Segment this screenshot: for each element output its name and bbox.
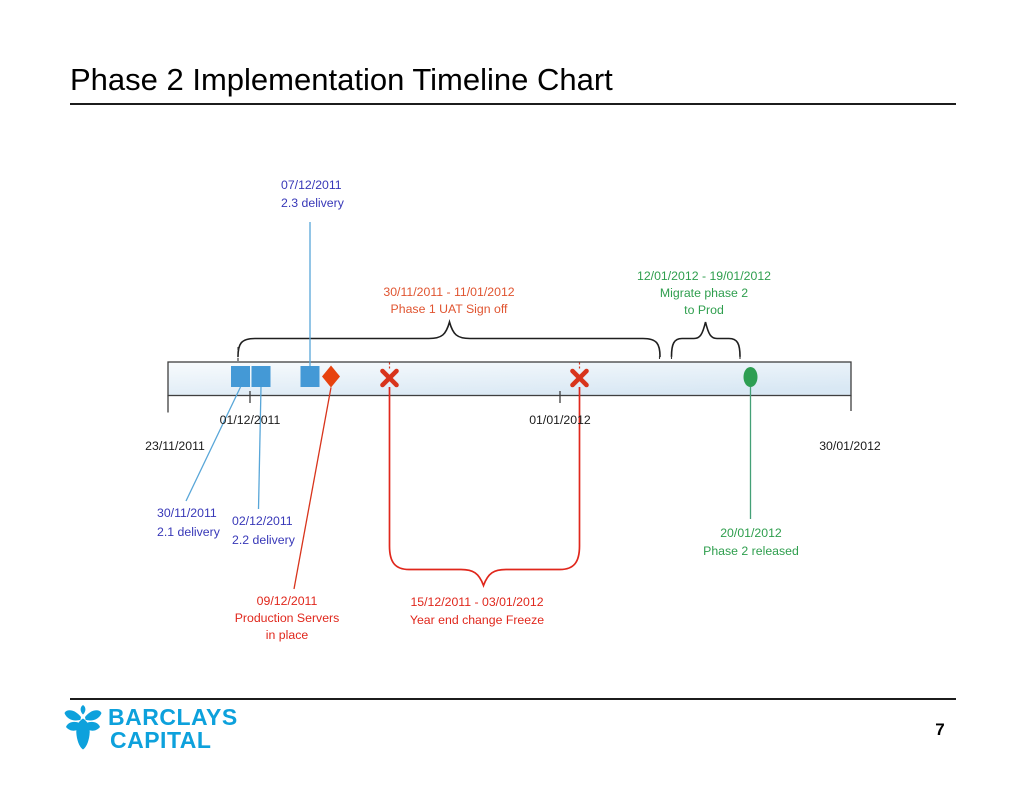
barclays-eagle-icon <box>64 705 102 750</box>
axis-label-dec: 01/12/2011 <box>220 413 281 427</box>
leader-delivery-2-2 <box>257 386 262 510</box>
migrate-brace <box>670 321 741 358</box>
freeze-dates-label: 15/12/2011 - 03/01/2012 <box>410 595 543 609</box>
migrate-name-label2: to Prod <box>684 303 724 317</box>
brand-name-line1: BARCLAYS <box>108 704 238 730</box>
delivery-2-2-date: 02/12/2011 <box>232 514 293 528</box>
released-label: Phase 2 released <box>703 544 799 558</box>
timeline-bar <box>167 361 852 397</box>
uat-name-label: Phase 1 UAT Sign off <box>391 302 508 316</box>
delivery-2-3-label: 2.3 delivery <box>281 196 345 210</box>
footer-divider <box>70 698 956 700</box>
freeze-name-label: Year end change Freeze <box>410 613 544 627</box>
prod-servers-label1: Production Servers <box>235 611 340 625</box>
marker-released-circle <box>743 367 758 387</box>
marker-delivery-2-2 <box>251 366 271 387</box>
delivery-2-1-date: 30/11/2011 <box>157 506 217 520</box>
brand-wordmark: BARCLAYS CAPITAL <box>108 704 238 752</box>
migrate-name-label1: Migrate phase 2 <box>660 286 748 300</box>
title-divider <box>70 103 956 105</box>
prod-servers-label2: in place <box>266 628 309 642</box>
delivery-2-3-date: 07/12/2011 <box>281 178 342 192</box>
uat-brace <box>237 319 661 358</box>
axis-label-end: 30/01/2012 <box>819 439 881 453</box>
axis-label-jan: 01/01/2012 <box>529 413 591 427</box>
marker-delivery-2-3 <box>300 366 320 387</box>
axis-label-start: 23/11/2011 <box>145 439 205 453</box>
marker-prod-servers-diamond <box>322 365 340 388</box>
brand-name-line2: CAPITAL <box>110 727 212 753</box>
migrate-dates-label: 12/01/2012 - 19/01/2012 <box>637 269 771 283</box>
delivery-2-1-label: 2.1 delivery <box>157 525 221 539</box>
leader-delivery-2-1 <box>185 386 242 502</box>
prod-servers-date: 09/12/2011 <box>257 594 318 608</box>
page-title: Phase 2 Implementation Timeline Chart <box>70 62 613 97</box>
marker-freeze-start-x <box>380 368 399 388</box>
uat-dates-label: 30/11/2011 - 11/01/2012 <box>383 285 514 299</box>
marker-freeze-end-x <box>570 368 589 388</box>
marker-delivery-2-1 <box>231 366 250 387</box>
axis-ticks <box>167 391 852 413</box>
delivery-2-2-label: 2.2 delivery <box>232 533 296 547</box>
released-date: 20/01/2012 <box>720 526 782 540</box>
brand-logo: BARCLAYS CAPITAL <box>64 704 238 752</box>
leader-prod-servers <box>293 387 332 590</box>
freeze-brace <box>388 387 581 589</box>
page-number: 7 <box>935 720 945 739</box>
